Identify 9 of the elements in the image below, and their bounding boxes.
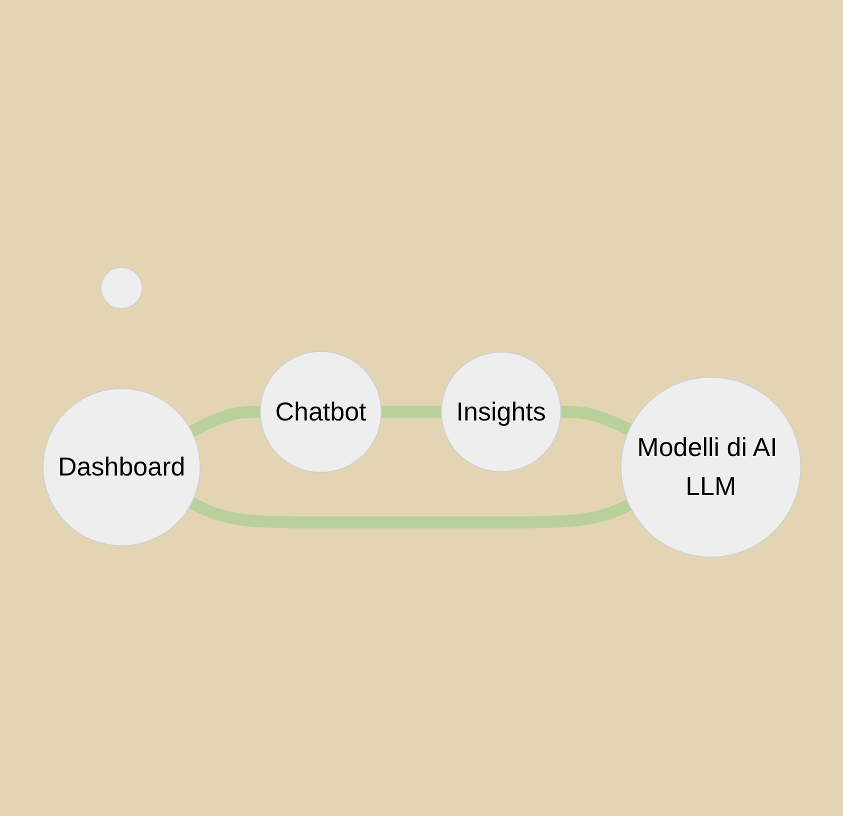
node-circle: Modelli di AI LLM (620, 377, 801, 558)
connector (188, 498, 632, 529)
node-circle: Insights (440, 352, 561, 473)
connector (188, 406, 261, 438)
connector (559, 406, 632, 436)
node-circle: Dashboard (42, 388, 200, 547)
connector (380, 406, 442, 418)
node-circle (100, 267, 142, 310)
node-circle: Chatbot (259, 351, 382, 474)
